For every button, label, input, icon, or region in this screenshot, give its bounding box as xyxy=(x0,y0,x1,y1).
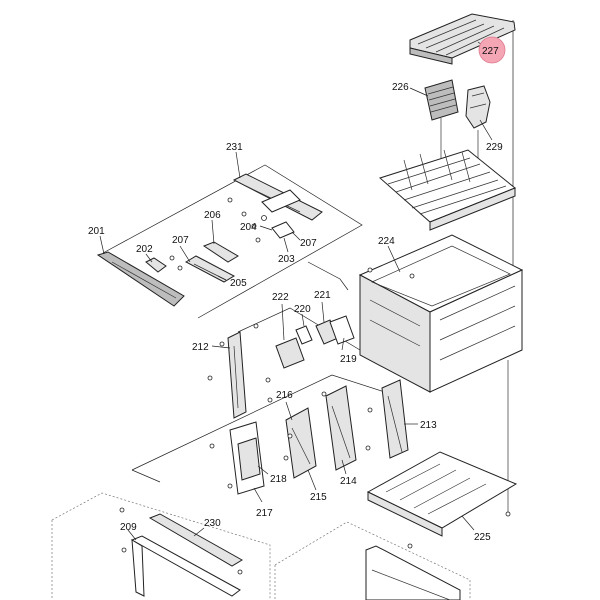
callout-225: 225 xyxy=(474,532,491,543)
part-201-front-panel xyxy=(96,251,185,307)
highlight-marker xyxy=(478,36,506,64)
leader-220 xyxy=(301,313,305,327)
part-220 xyxy=(295,325,313,345)
callout-203: 203 xyxy=(278,254,295,265)
leader-231 xyxy=(235,151,241,179)
part-222 xyxy=(275,337,305,369)
part-227-top-cover xyxy=(409,13,516,65)
part-219 xyxy=(329,315,355,345)
callout-209: 209 xyxy=(120,522,137,533)
leader-201 xyxy=(99,235,105,255)
callout-205: 205 xyxy=(230,278,247,289)
bottom-right-dashed-frame xyxy=(274,521,471,600)
part-225-bottom-tray xyxy=(366,451,518,537)
part-215-216-board xyxy=(285,407,317,479)
parts-219-222 xyxy=(275,315,355,369)
leader-224 xyxy=(387,245,401,273)
leader-229 xyxy=(479,119,493,141)
callout-215: 215 xyxy=(310,492,327,503)
leader-202 xyxy=(145,253,153,263)
part-217-218-housing xyxy=(229,421,265,495)
callout-218: 218 xyxy=(270,474,287,485)
part-230-rail xyxy=(148,513,243,567)
main-chassis xyxy=(358,234,524,393)
callout-labels: 227 226 229 231 201 202 207 206 205 204 … xyxy=(88,36,506,543)
leader-226 xyxy=(409,87,429,97)
callout-206: 206 xyxy=(204,210,221,221)
callout-221: 221 xyxy=(314,290,331,301)
callout-213: 213 xyxy=(420,420,437,431)
part-214-board xyxy=(325,385,357,471)
leader-222 xyxy=(281,303,285,341)
leader-203 xyxy=(283,237,289,253)
callout-212: 212 xyxy=(192,342,209,353)
leader-215 xyxy=(307,469,317,491)
frame-assembly-upper xyxy=(379,149,516,231)
callout-214: 214 xyxy=(340,476,357,487)
leader-212 xyxy=(211,345,231,349)
callout-207a: 207 xyxy=(172,235,189,246)
lower-group-frame-left xyxy=(131,469,161,483)
bottom-left-dashed-frame xyxy=(51,492,271,600)
callout-226: 226 xyxy=(392,82,409,93)
leader-214 xyxy=(341,459,347,475)
screws xyxy=(119,197,511,575)
leader-221 xyxy=(321,301,325,323)
leader-230 xyxy=(193,527,205,537)
callout-219: 219 xyxy=(340,354,357,365)
callout-216: 216 xyxy=(276,390,293,401)
part-202-key xyxy=(145,257,167,273)
part-212-side-bracket xyxy=(227,331,247,419)
part-203-204 xyxy=(261,215,295,239)
leader-lines xyxy=(99,41,493,541)
part-231-bracket xyxy=(232,173,323,221)
callout-230: 230 xyxy=(204,518,221,529)
callout-231: 231 xyxy=(226,142,243,153)
callout-207b: 207 xyxy=(300,238,317,249)
callout-229: 229 xyxy=(486,142,503,153)
leader-204 xyxy=(259,225,273,231)
callout-220: 220 xyxy=(294,304,311,315)
part-229-duct xyxy=(465,85,491,129)
callout-204: 204 xyxy=(240,222,257,233)
leader-225 xyxy=(461,515,475,531)
part-213-plate xyxy=(381,379,409,459)
callout-201: 201 xyxy=(88,226,105,237)
leader-206 xyxy=(211,219,215,245)
leader-205 xyxy=(217,275,227,281)
leader-209 xyxy=(127,529,137,541)
upper-left-group-frame xyxy=(102,164,363,319)
leader-207b xyxy=(291,231,301,241)
callout-202: 202 xyxy=(136,244,153,255)
lower-group-frame-top xyxy=(131,374,395,471)
part-206-piece xyxy=(202,241,239,263)
callout-224: 224 xyxy=(378,236,395,247)
part-bottom-right-partial xyxy=(365,545,461,600)
leader-219 xyxy=(341,337,345,351)
callout-222: 222 xyxy=(272,292,289,303)
callout-217: 217 xyxy=(256,508,273,519)
frame-link-224 xyxy=(307,261,349,291)
leader-207a xyxy=(179,245,191,263)
part-209-frame xyxy=(130,535,241,597)
leader-217 xyxy=(253,487,263,503)
part-226-fan-unit xyxy=(424,79,459,121)
leader-218 xyxy=(257,465,269,475)
leader-216 xyxy=(285,401,293,421)
callout-227: 227 xyxy=(482,46,499,57)
